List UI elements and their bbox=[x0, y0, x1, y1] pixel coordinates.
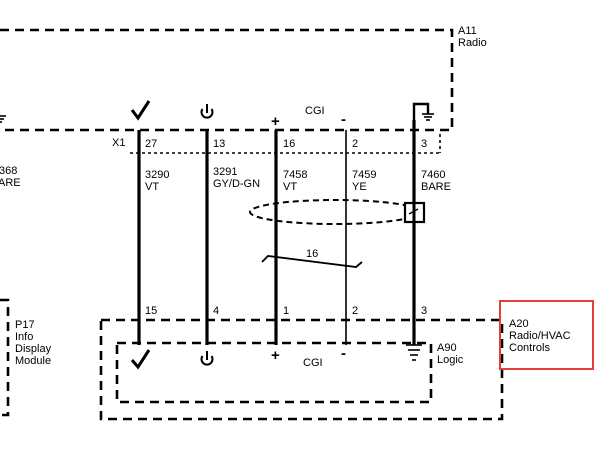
highlight-box bbox=[499, 300, 594, 370]
a20-name-1: Radio/HVAC bbox=[509, 330, 571, 342]
circuit-7460: 7460 bbox=[421, 169, 445, 181]
circuit-3290: 3290 bbox=[145, 169, 169, 181]
ground-icon-bottom bbox=[406, 344, 422, 361]
p17-name-1: Info bbox=[15, 331, 33, 343]
x1-connector: X1 bbox=[112, 134, 441, 154]
power-icon bbox=[200, 104, 214, 119]
circuit-7458: 7458 bbox=[283, 169, 307, 181]
check-icon-bottom bbox=[130, 349, 151, 370]
bottom-pin-1: 1 bbox=[283, 305, 289, 317]
twisted-pair-symbol: 16 bbox=[261, 248, 363, 268]
check-icon bbox=[130, 100, 151, 121]
top-pin-16: 16 bbox=[283, 138, 295, 150]
left-wire-color: ARE bbox=[0, 177, 21, 189]
color-gy-dgn: GY/D-GN bbox=[213, 178, 260, 190]
left-wire-circuit: 368 bbox=[0, 165, 17, 177]
ground-icon-top bbox=[412, 102, 434, 121]
top-pin-13: 13 bbox=[213, 138, 225, 150]
a90-pin-symbols: + - CGI bbox=[130, 344, 422, 370]
top-pin-2: 2 bbox=[352, 138, 358, 150]
a11-radio-module: A11 Radio bbox=[0, 25, 487, 132]
a90-logic-module: A90 Logic bbox=[115, 341, 464, 404]
power-icon-bottom bbox=[200, 351, 214, 366]
left-edge-fragment: 368 ARE bbox=[0, 115, 21, 189]
bottom-pin-3: 3 bbox=[421, 305, 427, 317]
top-pin-numbers: 27 13 16 2 3 bbox=[145, 138, 427, 150]
cgi-label-top: CGI bbox=[305, 105, 325, 117]
circuit-7459: 7459 bbox=[352, 169, 376, 181]
a90-ref: A90 bbox=[437, 342, 457, 354]
a11-name: Radio bbox=[458, 37, 487, 49]
top-pin-3: 3 bbox=[421, 138, 427, 150]
twist-label: 16 bbox=[306, 248, 318, 260]
wires bbox=[137, 120, 416, 345]
shield-ellipse bbox=[249, 199, 426, 225]
plus-symbol-bottom: + bbox=[271, 347, 280, 364]
a11-pin-symbols: + - CGI bbox=[130, 100, 434, 130]
a20-controls-module: A20 Radio/HVAC Controls bbox=[99, 300, 594, 421]
a20-name-2: Controls bbox=[509, 342, 550, 354]
p17-name-3: Module bbox=[15, 355, 51, 367]
a20-ref: A20 bbox=[509, 318, 529, 330]
a90-name: Logic bbox=[437, 354, 464, 366]
top-pin-27: 27 bbox=[145, 138, 157, 150]
a11-ref: A11 bbox=[458, 25, 477, 37]
bottom-pin-4: 4 bbox=[213, 305, 219, 317]
plus-symbol: + bbox=[271, 113, 280, 130]
x1-label: X1 bbox=[112, 137, 125, 149]
minus-symbol-bottom: - bbox=[341, 345, 346, 362]
color-bare: BARE bbox=[421, 181, 451, 193]
wire-labels: 3290 VT 3291 GY/D-GN 7458 VT 7459 YE 746… bbox=[145, 166, 451, 193]
color-vt-2: VT bbox=[283, 181, 297, 193]
p17-ref: P17 bbox=[15, 319, 35, 331]
bottom-pin-15: 15 bbox=[145, 305, 157, 317]
cgi-label-bottom: CGI bbox=[303, 357, 323, 369]
color-vt: VT bbox=[145, 181, 159, 193]
circuit-3291: 3291 bbox=[213, 166, 237, 178]
minus-symbol: - bbox=[341, 111, 346, 128]
p17-name-2: Display bbox=[15, 343, 52, 355]
p17-info-display-module: P17 Info Display Module bbox=[0, 298, 52, 417]
color-ye: YE bbox=[352, 181, 367, 193]
bottom-pin-numbers: 15 4 1 2 3 bbox=[145, 305, 427, 317]
bottom-pin-2: 2 bbox=[352, 305, 358, 317]
